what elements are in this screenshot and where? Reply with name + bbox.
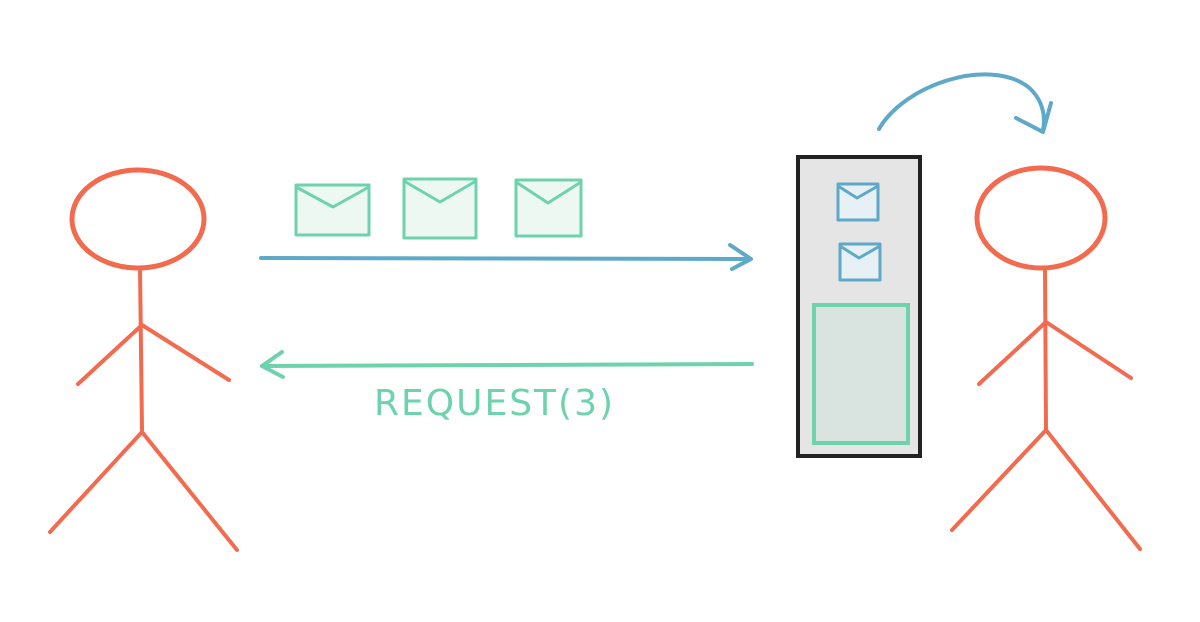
envelope-icon	[514, 178, 583, 238]
deliver-arrow	[877, 72, 1053, 134]
queued-envelope-icon	[838, 242, 882, 282]
request-arrow	[260, 350, 754, 379]
envelope-icon	[294, 183, 371, 237]
send-arrow	[259, 243, 753, 271]
request-label: REQUEST(3)	[374, 383, 615, 424]
left-person-icon	[48, 167, 239, 552]
queued-envelope-icon	[836, 182, 880, 222]
right-person-icon	[950, 165, 1142, 551]
message-queue	[796, 155, 922, 458]
buffer-block	[812, 303, 910, 445]
envelope-icon	[402, 177, 478, 240]
